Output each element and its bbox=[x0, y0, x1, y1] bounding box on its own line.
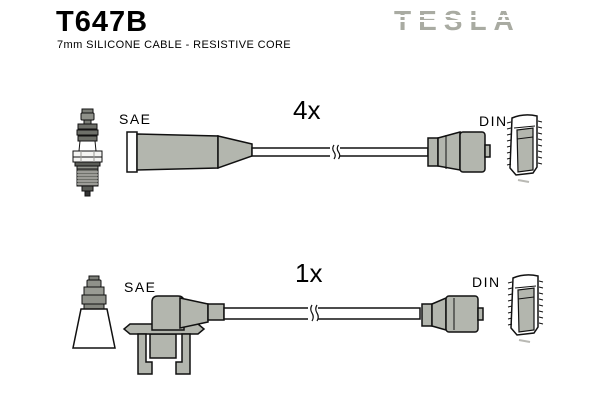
spark-plug-with-boot-icon bbox=[72, 275, 116, 349]
quantity-label: 4x bbox=[293, 95, 321, 125]
part-number: T647B bbox=[56, 6, 149, 38]
cable-spec-subtitle: 7mm SILICONE CABLE - RESISTIVE CORE bbox=[57, 39, 292, 51]
logo-stripe bbox=[392, 20, 523, 22]
din-terminal-icon bbox=[506, 114, 543, 183]
din-connector-label: DIN bbox=[472, 274, 501, 290]
logo-stripe bbox=[392, 15, 523, 17]
quantity-label: 1x bbox=[295, 258, 323, 288]
sae-connector-label: SAE bbox=[119, 111, 152, 127]
sae-connector-label: SAE bbox=[124, 279, 157, 295]
din-connector-label: DIN bbox=[479, 113, 508, 129]
din-terminal-icon bbox=[507, 274, 544, 343]
angled-cable-assembly-icon bbox=[122, 295, 484, 375]
straight-cable-assembly-icon bbox=[126, 131, 491, 173]
spark-plug-icon bbox=[72, 108, 103, 197]
tesla-logo: TESLA bbox=[392, 7, 523, 35]
